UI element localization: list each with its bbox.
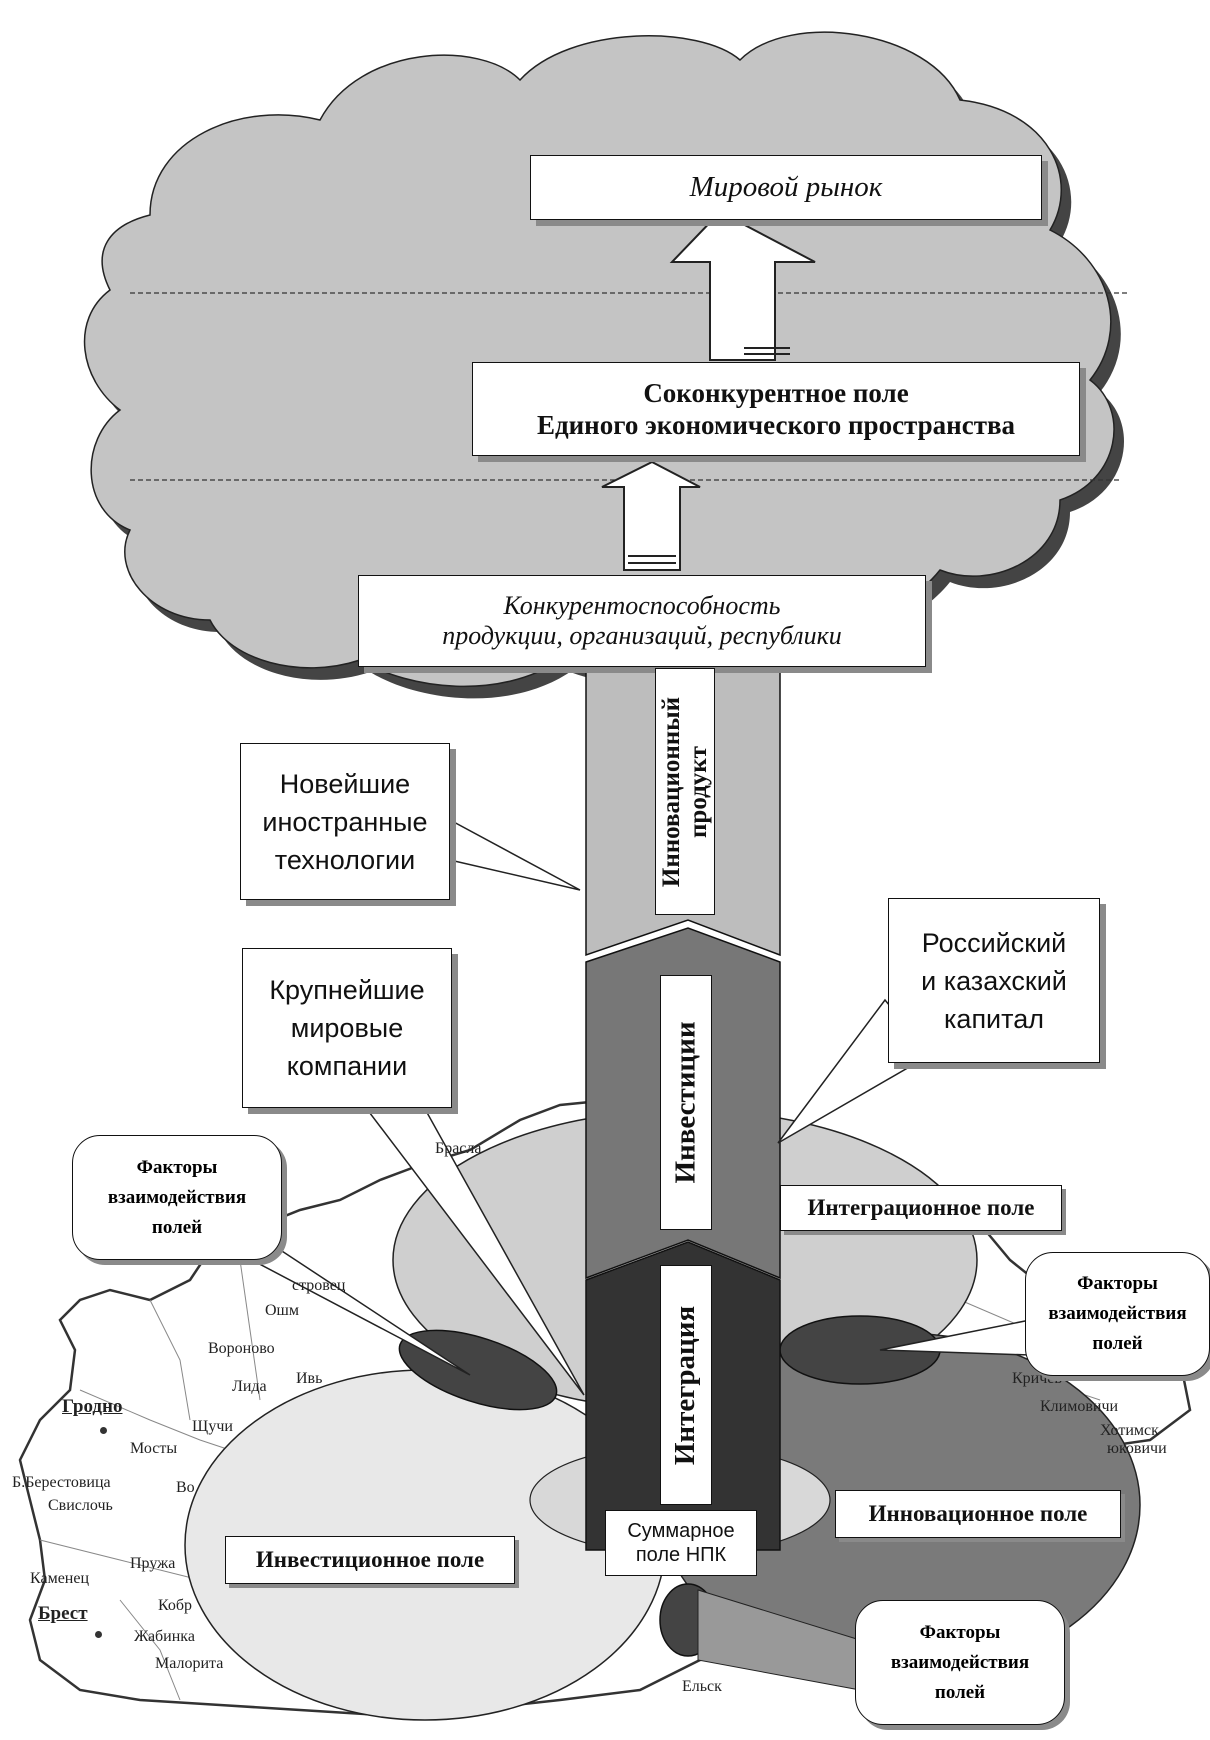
competitiveness-label-line1: Конкурентоспособность [503,591,781,620]
coopetition-label-line2: Единого экономического пространства [536,410,1016,440]
map-label-mosty: Мосты [130,1440,178,1457]
map-label-malorita: Малорита [155,1655,224,1672]
map-label-grodno: Гродно [62,1396,123,1417]
interaction-factors-callout-right: Факторы взаимодействия полей [1025,1252,1210,1376]
investments-label: Инвестиции [660,975,712,1230]
map-label-elsk: Ельск [682,1678,722,1695]
competitiveness-box: Конкурентоспособность продукции, организ… [358,575,926,667]
map-label-kobrin: Кобр [158,1597,193,1614]
map-dot-grodno [100,1427,107,1434]
map-label-ivye: Ивь [296,1370,323,1387]
map-label-svisloch: Свислочь [48,1497,113,1514]
map-label-volkovysk: Во [176,1479,195,1496]
competitiveness-label-line2: продукции, организаций, республики [442,621,842,650]
map-label-lida: Лида [232,1378,267,1395]
factor-ellipse-left [398,1329,558,1411]
integration-text: Интеграция [669,1305,702,1465]
map-label-oshmyany: Ошм [265,1302,299,1319]
coopetition-field-box: Соконкурентное поле Единого экономическо… [472,362,1080,456]
world-market-label: Мировой рынок [689,171,883,203]
interaction-factors-callout-left: Факторы взаимодействия полей [72,1135,282,1260]
interaction-factors-callout-bottom: Факторы взаимодействия полей [855,1600,1065,1725]
map-label-b-berestovitsa: Б.Берестовица [12,1474,111,1491]
map-label-shchuchin: Щучи [192,1418,233,1435]
ru-kz-capital-box: Российский и казахский капитал [888,898,1100,1063]
integration-field-label: Интеграционное поле [780,1185,1062,1231]
map-label-kamenets: Каменец [30,1570,90,1587]
arrow-to-world-market [669,210,816,361]
map-label-brest: Брест [38,1603,88,1624]
integration-label: Интеграция [660,1265,712,1505]
map-label-khotimsk: Хотимск [1100,1422,1159,1439]
world-companies-box: Крупнейшие мировые компании [242,948,452,1108]
coopetition-label-line1: Соконкурентное поле [643,378,909,408]
map-label-ostrovets: стровец [292,1277,346,1294]
arrow-to-coopetition [601,460,701,571]
map-label-klimovichi: Климовичи [1040,1398,1119,1415]
map-label-zhabinka: Жабинка [134,1628,195,1645]
pointer-foreign-tech [449,818,581,891]
total-field-label: Суммарное поле НПК [605,1510,757,1576]
map-label-braslav: Брасла [435,1140,482,1157]
map-label-pruzhany: Пружа [130,1555,176,1572]
total-field-line2: поле НПК [635,1544,727,1566]
foreign-tech-box: Новейшие иностранные технологии [240,743,450,900]
total-field-line1: Суммарное [627,1520,735,1542]
investments-text: Инвестиции [669,1021,702,1184]
map-dot-brest [95,1631,102,1638]
innovation-field-label: Инновационное поле [835,1490,1121,1538]
innovation-product-line1: Инновационный [658,696,685,887]
innovation-product-label: Инновационный продукт [655,668,715,915]
innovation-product-line2: продукт [685,745,712,838]
world-market-box: Мировой рынок [530,155,1042,220]
investment-field-label: Инвестиционное поле [225,1536,515,1584]
map-label-voronovo: Вороново [208,1340,275,1357]
map-label-kostyukovichi: юковичи [1107,1440,1167,1457]
